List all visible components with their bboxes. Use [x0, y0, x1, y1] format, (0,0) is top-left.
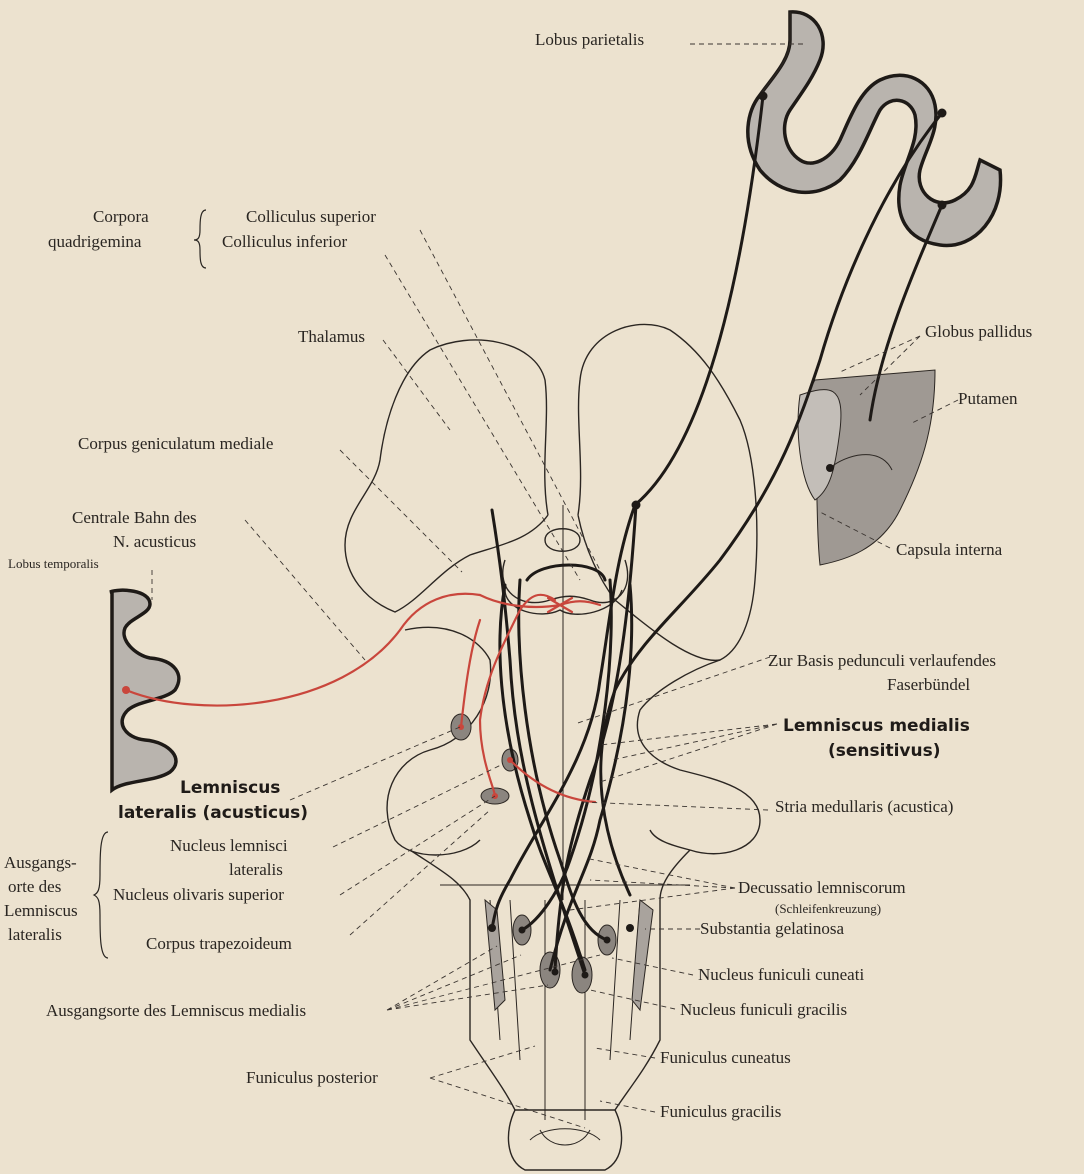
label-ausgangs-line1: Ausgangs- — [4, 853, 77, 872]
label-colliculus-inferior: Colliculus inferior — [222, 232, 347, 251]
label-funiculus-cuneatus: Funiculus cuneatus — [660, 1048, 791, 1067]
label-ausgangs-line3: Lemniscus — [4, 901, 78, 920]
label-ausgangs-line4: lateralis — [8, 925, 62, 944]
label-centrale-bahn-line2: N. acusticus — [113, 532, 196, 551]
label-capsula-interna: Capsula interna — [896, 540, 1003, 559]
label-corpus-trapezoideum: Corpus trapezoideum — [146, 934, 292, 953]
label-ausgangs-line2: orte des — [8, 877, 61, 896]
label-globus-pallidus: Globus pallidus — [925, 322, 1032, 341]
label-zur-basis-line2: Faserbündel — [887, 675, 970, 694]
label-lobus-parietalis: Lobus parietalis — [535, 30, 644, 49]
label-nucleus-lemnisci-line2: lateralis — [229, 860, 283, 879]
label-lemniscus-medialis-line1: Lemniscus medialis — [783, 716, 970, 736]
label-ausgangsorte-medialis: Ausgangsorte des Lemniscus medialis — [46, 1001, 306, 1020]
temporal-cortex — [110, 590, 179, 790]
label-lemniscus-medialis-line2: (sensitivus) — [828, 741, 941, 761]
label-funiculus-posterior: Funiculus posterior — [246, 1068, 378, 1087]
label-lemniscus-lateralis-line2: lateralis (acusticus) — [118, 803, 308, 823]
label-schleifenkreuzung: (Schleifenkreuzung) — [775, 901, 881, 916]
label-colliculus-superior: Colliculus superior — [246, 207, 376, 226]
lentiform-nucleus — [798, 370, 935, 565]
label-nucleus-cuneati: Nucleus funiculi cuneati — [698, 965, 864, 984]
label-decussatio: Decussatio lemniscorum — [738, 878, 906, 897]
label-quadrigemina: quadrigemina — [48, 232, 142, 251]
label-corpora: Corpora — [93, 207, 149, 226]
auditory-pathway — [126, 594, 600, 802]
label-stria-medullaris: Stria medullaris (acustica) — [775, 797, 953, 816]
label-lemniscus-lateralis-line1: Lemniscus — [180, 778, 280, 798]
label-centrale-bahn-line1: Centrale Bahn des — [72, 508, 197, 527]
label-putamen: Putamen — [958, 389, 1018, 408]
label-nucleus-gracilis: Nucleus funiculi gracilis — [680, 1000, 847, 1019]
label-zur-basis-line1: Zur Basis pedunculi verlaufendes — [768, 651, 996, 670]
label-corpus-geniculatum-mediale: Corpus geniculatum mediale — [78, 434, 273, 453]
label-funiculus-gracilis: Funiculus gracilis — [660, 1102, 781, 1121]
label-thalamus: Thalamus — [298, 327, 365, 346]
label-lobus-temporalis: Lobus temporalis — [8, 556, 99, 571]
label-nucleus-lemnisci-line1: Nucleus lemnisci — [170, 836, 288, 855]
label-nucleus-olivaris: Nucleus olivaris superior — [113, 885, 284, 904]
parietal-cortex — [748, 12, 1001, 246]
brainstem-outline — [345, 324, 760, 1170]
text-labels: Lobus parietalis Corpora quadrigemina Co… — [4, 30, 1032, 1121]
label-substantia-gelatinosa: Substantia gelatinosa — [700, 919, 844, 938]
